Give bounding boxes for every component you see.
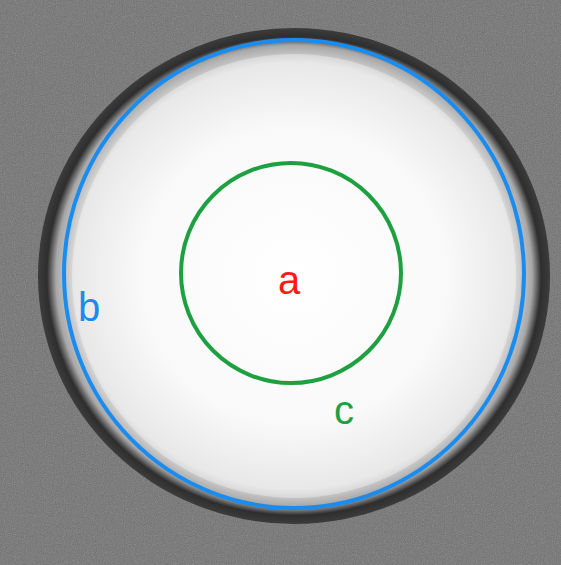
droplet-core [72,54,516,498]
circle-label: b [78,287,100,327]
region-label: a [278,260,300,300]
inner-circle [181,163,401,383]
outer-circle [64,40,524,508]
droplet [38,28,550,524]
circle-label: c [334,390,354,430]
